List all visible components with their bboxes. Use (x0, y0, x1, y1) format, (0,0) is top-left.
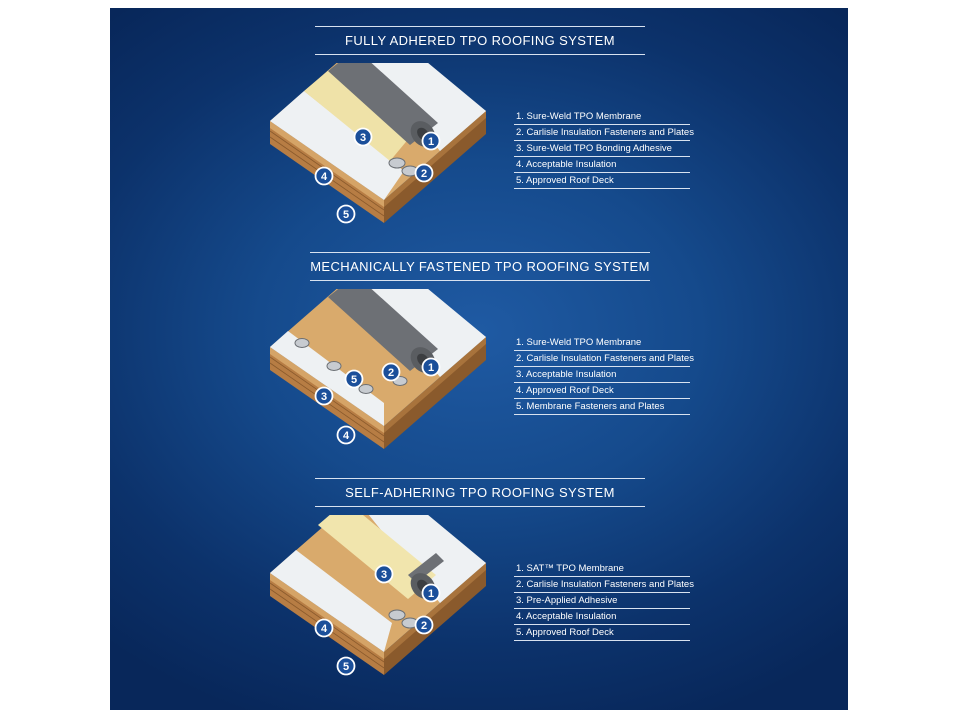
callout-4: 4 (314, 618, 334, 638)
callout-5: 5 (336, 656, 356, 676)
svg-text:4: 4 (321, 171, 328, 183)
callout-5: 5 (336, 204, 356, 224)
legend-item: 4. Acceptable Insulation (514, 609, 690, 625)
legend-item: 2. Carlisle Insulation Fasteners and Pla… (514, 125, 694, 141)
diagram-panel: FULLY ADHERED TPO ROOFING SYSTEM (110, 8, 848, 710)
svg-text:3: 3 (360, 132, 366, 144)
legend-list: 1. SAT™ TPO Membrane 2. Carlisle Insulat… (514, 561, 694, 641)
callout-1: 1 (421, 583, 441, 603)
callout-4: 4 (314, 166, 334, 186)
fastener-plates (388, 609, 419, 629)
svg-text:5: 5 (351, 374, 357, 386)
insulation-right (384, 337, 486, 433)
svg-text:2: 2 (421, 168, 427, 180)
section-fully-adhered: FULLY ADHERED TPO ROOFING SYSTEM (110, 8, 848, 238)
legend-item: 1. SAT™ TPO Membrane (514, 561, 690, 577)
svg-text:5: 5 (343, 209, 349, 221)
legend-item: 3. Pre-Applied Adhesive (514, 593, 690, 609)
membrane-right (368, 63, 486, 151)
roof-deck-right (384, 342, 486, 449)
membrane-left (270, 331, 384, 426)
membrane-roll-body (328, 63, 438, 145)
roof-assembly-illustration: 1 2 3 4 5 (269, 289, 486, 449)
legend-item: 5. Membrane Fasteners and Plates (514, 399, 690, 415)
legend-item: 1. Sure-Weld TPO Membrane (514, 335, 690, 351)
bonding-adhesive (304, 69, 410, 161)
membrane-left (270, 91, 404, 200)
legend-item: 5. Approved Roof Deck (514, 625, 690, 641)
svg-text:3: 3 (381, 569, 387, 581)
svg-text:1: 1 (428, 136, 434, 148)
svg-text:2: 2 (421, 620, 427, 632)
svg-text:4: 4 (343, 430, 350, 442)
section-title: SELF-ADHERING TPO ROOFING SYSTEM (315, 478, 645, 507)
insulation-front (270, 573, 384, 659)
legend-item: 1. Sure-Weld TPO Membrane (514, 109, 690, 125)
callout-5: 5 (344, 369, 364, 389)
membrane-left (270, 550, 392, 652)
svg-text:1: 1 (428, 362, 434, 374)
section-title: FULLY ADHERED TPO ROOFING SYSTEM (315, 26, 645, 55)
membrane-right (368, 289, 486, 377)
section-mechanically-fastened: MECHANICALLY FASTENED TPO ROOFING SYSTEM… (110, 234, 848, 464)
roof-assembly-illustration: 1 2 3 4 5 (269, 63, 486, 224)
callout-2: 2 (381, 362, 401, 382)
legend-item: 2. Carlisle Insulation Fasteners and Pla… (514, 351, 694, 367)
legend-list: 1. Sure-Weld TPO Membrane 2. Carlisle In… (514, 335, 694, 415)
insulation-front (270, 121, 384, 207)
svg-text:3: 3 (321, 391, 327, 403)
legend-item: 3. Acceptable Insulation (514, 367, 690, 383)
pre-applied-adhesive-roll (318, 515, 436, 599)
fastener-plates (388, 157, 419, 177)
callout-3: 3 (374, 564, 394, 584)
callout-3: 3 (353, 127, 373, 147)
roof-deck-right (384, 568, 486, 675)
membrane-roll-body (328, 289, 438, 371)
svg-text:5: 5 (343, 661, 349, 673)
callout-1: 1 (421, 357, 441, 377)
callout-4: 4 (336, 425, 356, 445)
legend-item: 2. Carlisle Insulation Fasteners and Pla… (514, 577, 694, 593)
roof-deck-right (384, 116, 486, 223)
legend-item: 5. Approved Roof Deck (514, 173, 690, 189)
insulation-right (384, 111, 486, 207)
legend-list: 1. Sure-Weld TPO Membrane 2. Carlisle In… (514, 109, 694, 189)
legend-item: 3. Sure-Weld TPO Bonding Adhesive (514, 141, 690, 157)
callout-3: 3 (314, 386, 334, 406)
insulation-right (384, 563, 486, 659)
roof-assembly-illustration: 1 2 3 4 5 (269, 515, 486, 676)
membrane-right (368, 515, 486, 603)
svg-text:4: 4 (321, 623, 328, 635)
callout-1: 1 (421, 131, 441, 151)
callout-2: 2 (414, 615, 434, 635)
legend-item: 4. Acceptable Insulation (514, 157, 690, 173)
callout-2: 2 (414, 163, 434, 183)
legend-item: 4. Approved Roof Deck (514, 383, 690, 399)
section-self-adhering: SELF-ADHERING TPO ROOFING SYSTEM 1 2 3 4 (110, 460, 848, 690)
svg-text:1: 1 (428, 588, 434, 600)
section-title: MECHANICALLY FASTENED TPO ROOFING SYSTEM (310, 252, 650, 281)
svg-text:2: 2 (388, 367, 394, 379)
